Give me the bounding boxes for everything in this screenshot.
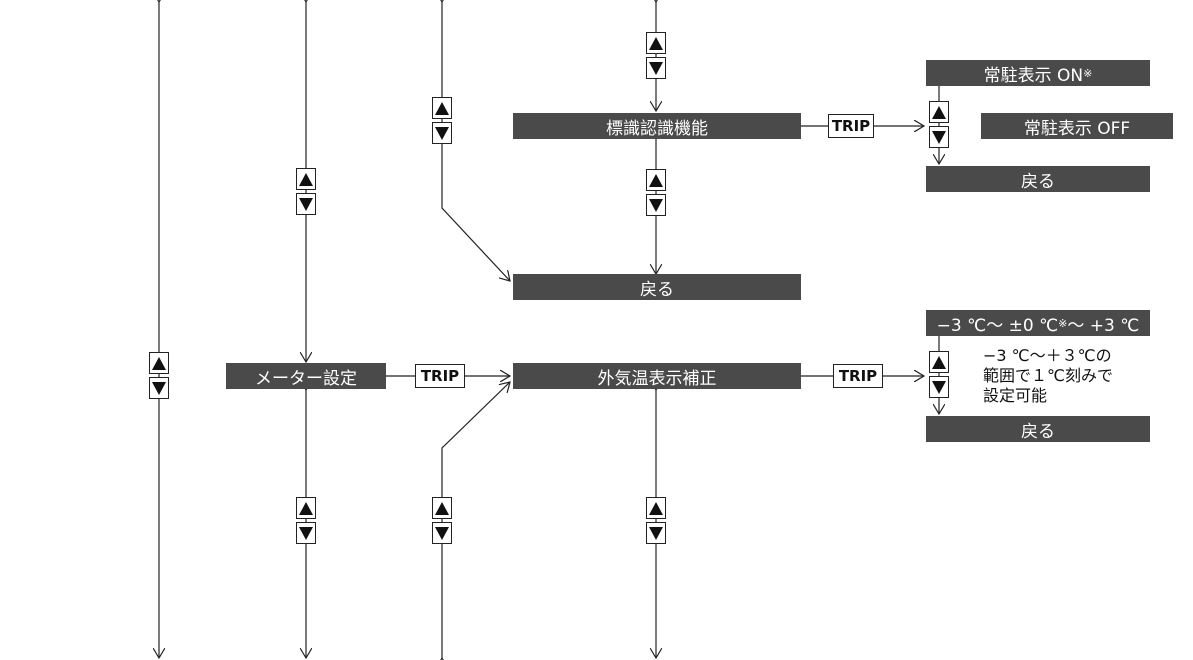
up-triangle-icon xyxy=(149,352,169,374)
down-triangle-icon xyxy=(432,522,452,544)
updown-keys-col2-top xyxy=(296,168,316,216)
temp-range-tail: 〜 +3 ℃ xyxy=(1067,315,1140,336)
up-triangle-icon xyxy=(432,97,452,119)
sign-recognition-box: 標識認識機能 xyxy=(513,113,801,139)
temp-range-box: −3 ℃〜 ±0 ℃※〜 +3 ℃ xyxy=(926,310,1150,336)
note-line-3: 設定可能 xyxy=(983,386,1048,405)
back-temp-label: 戻る xyxy=(1021,421,1055,442)
outside-temp-correction-box: 外気温表示補正 xyxy=(513,363,801,389)
down-triangle-icon xyxy=(929,376,949,398)
up-triangle-icon xyxy=(646,169,666,191)
down-triangle-icon xyxy=(646,522,666,544)
up-triangle-icon xyxy=(432,497,452,519)
down-triangle-icon xyxy=(432,122,452,144)
down-triangle-icon xyxy=(646,57,666,79)
back-upper-label: 戻る xyxy=(640,279,674,300)
down-triangle-icon xyxy=(296,193,316,215)
up-triangle-icon xyxy=(296,497,316,519)
temp-range-label: −3 ℃〜 ±0 ℃ xyxy=(936,315,1059,336)
up-triangle-icon xyxy=(929,351,949,373)
updown-keys-col4-middle xyxy=(646,169,666,217)
resident-on-mark: ※ xyxy=(1083,66,1093,80)
back-temp-box: 戻る xyxy=(926,416,1150,442)
resident-off-label: 常駐表示 OFF xyxy=(1023,118,1131,139)
note-line-2: 範囲で１℃刻みで xyxy=(983,366,1113,385)
up-triangle-icon xyxy=(646,497,666,519)
updown-keys-col4-top xyxy=(646,32,666,80)
updown-keys-sign-options xyxy=(929,101,949,149)
up-triangle-icon xyxy=(929,101,949,123)
updown-keys-col1 xyxy=(149,352,169,400)
sign-recognition-label: 標識認識機能 xyxy=(606,118,708,139)
trip-label-sign: TRIP xyxy=(828,114,874,138)
down-triangle-icon xyxy=(646,194,666,216)
updown-keys-col3-top xyxy=(432,97,452,145)
trip-label-meter: TRIP xyxy=(415,364,465,388)
updown-keys-col4-bottom xyxy=(646,497,666,545)
down-triangle-icon xyxy=(929,126,949,148)
temp-range-note: −3 ℃〜＋３℃の 範囲で１℃刻みで 設定可能 xyxy=(983,346,1113,406)
resident-on-label: 常駐表示 ON xyxy=(983,65,1084,86)
updown-keys-col3-bottom xyxy=(432,497,452,545)
down-triangle-icon xyxy=(296,522,316,544)
meter-settings-box: メーター設定 xyxy=(226,363,386,389)
down-triangle-icon xyxy=(149,377,169,399)
outside-temp-correction-label: 外気温表示補正 xyxy=(597,368,717,389)
back-sign-label: 戻る xyxy=(1021,171,1055,192)
updown-keys-temp-options xyxy=(929,351,949,399)
note-line-1: −3 ℃〜＋３℃の xyxy=(983,346,1112,365)
back-upper-box: 戻る xyxy=(513,274,801,300)
updown-keys-col2-bottom xyxy=(296,497,316,545)
back-sign-box: 戻る xyxy=(926,166,1150,192)
resident-on-box: 常駐表示 ON※ xyxy=(926,60,1150,86)
resident-off-box: 常駐表示 OFF xyxy=(981,113,1173,139)
up-triangle-icon xyxy=(296,168,316,190)
meter-settings-label: メーター設定 xyxy=(255,368,357,389)
up-triangle-icon xyxy=(646,32,666,54)
trip-label-temp: TRIP xyxy=(833,364,883,388)
temp-range-mark: ※ xyxy=(1058,316,1068,330)
